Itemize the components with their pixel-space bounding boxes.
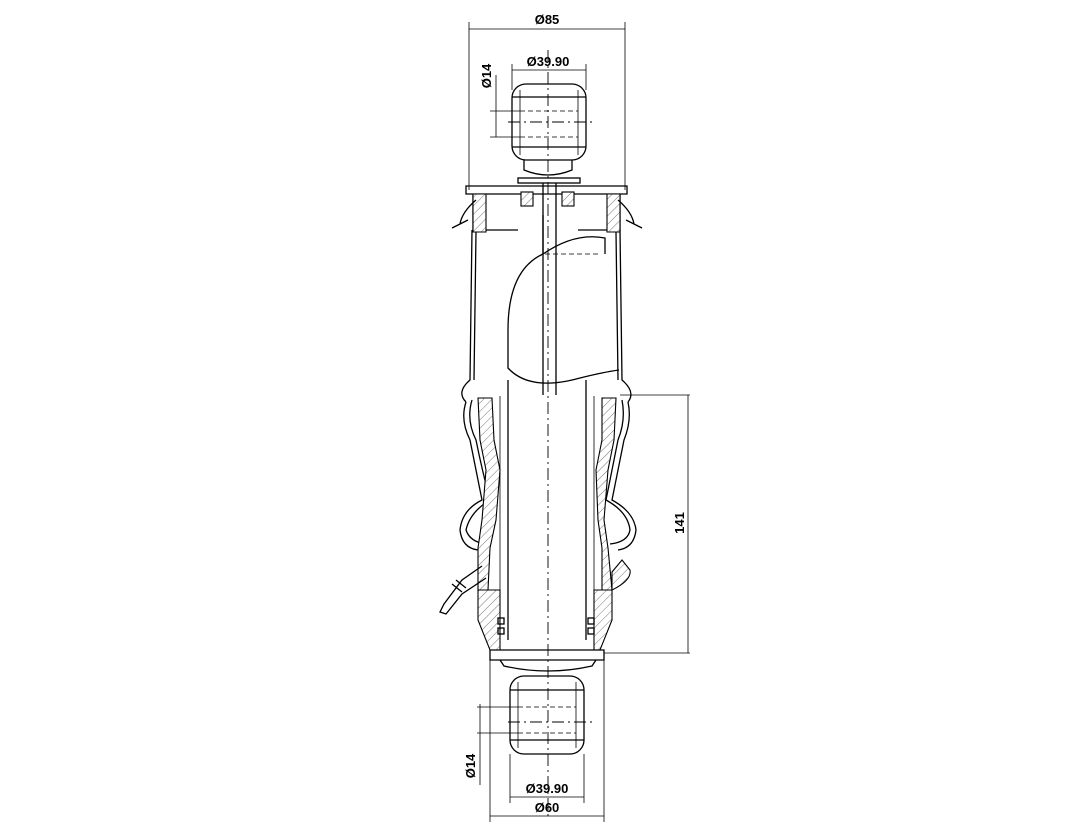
- bottom-eye: [499, 659, 597, 755]
- dim-top-bore: Ø14: [479, 63, 520, 138]
- lower-bellows: [439, 380, 637, 661]
- dim-top-overall-label: Ø85: [535, 12, 560, 27]
- dim-stroke-label: 141: [672, 512, 687, 534]
- dim-bottom-eye: Ø39.90: [509, 754, 585, 803]
- dim-top-overall: Ø85: [468, 12, 626, 190]
- dim-bottom-bore: Ø14: [463, 704, 518, 785]
- dim-top-bore-label: Ø14: [479, 63, 494, 88]
- dim-bottom-base: Ø60: [489, 660, 605, 822]
- dim-bottom-bore-label: Ø14: [463, 753, 478, 778]
- dim-bottom-base-label: Ø60: [535, 800, 560, 815]
- dim-stroke: 141: [604, 394, 690, 654]
- upper-can: [461, 215, 632, 403]
- dim-bottom-eye-label: Ø39.90: [526, 781, 569, 796]
- top-eye: [511, 83, 587, 184]
- top-cap: [451, 185, 643, 233]
- piston-rod: [542, 183, 557, 395]
